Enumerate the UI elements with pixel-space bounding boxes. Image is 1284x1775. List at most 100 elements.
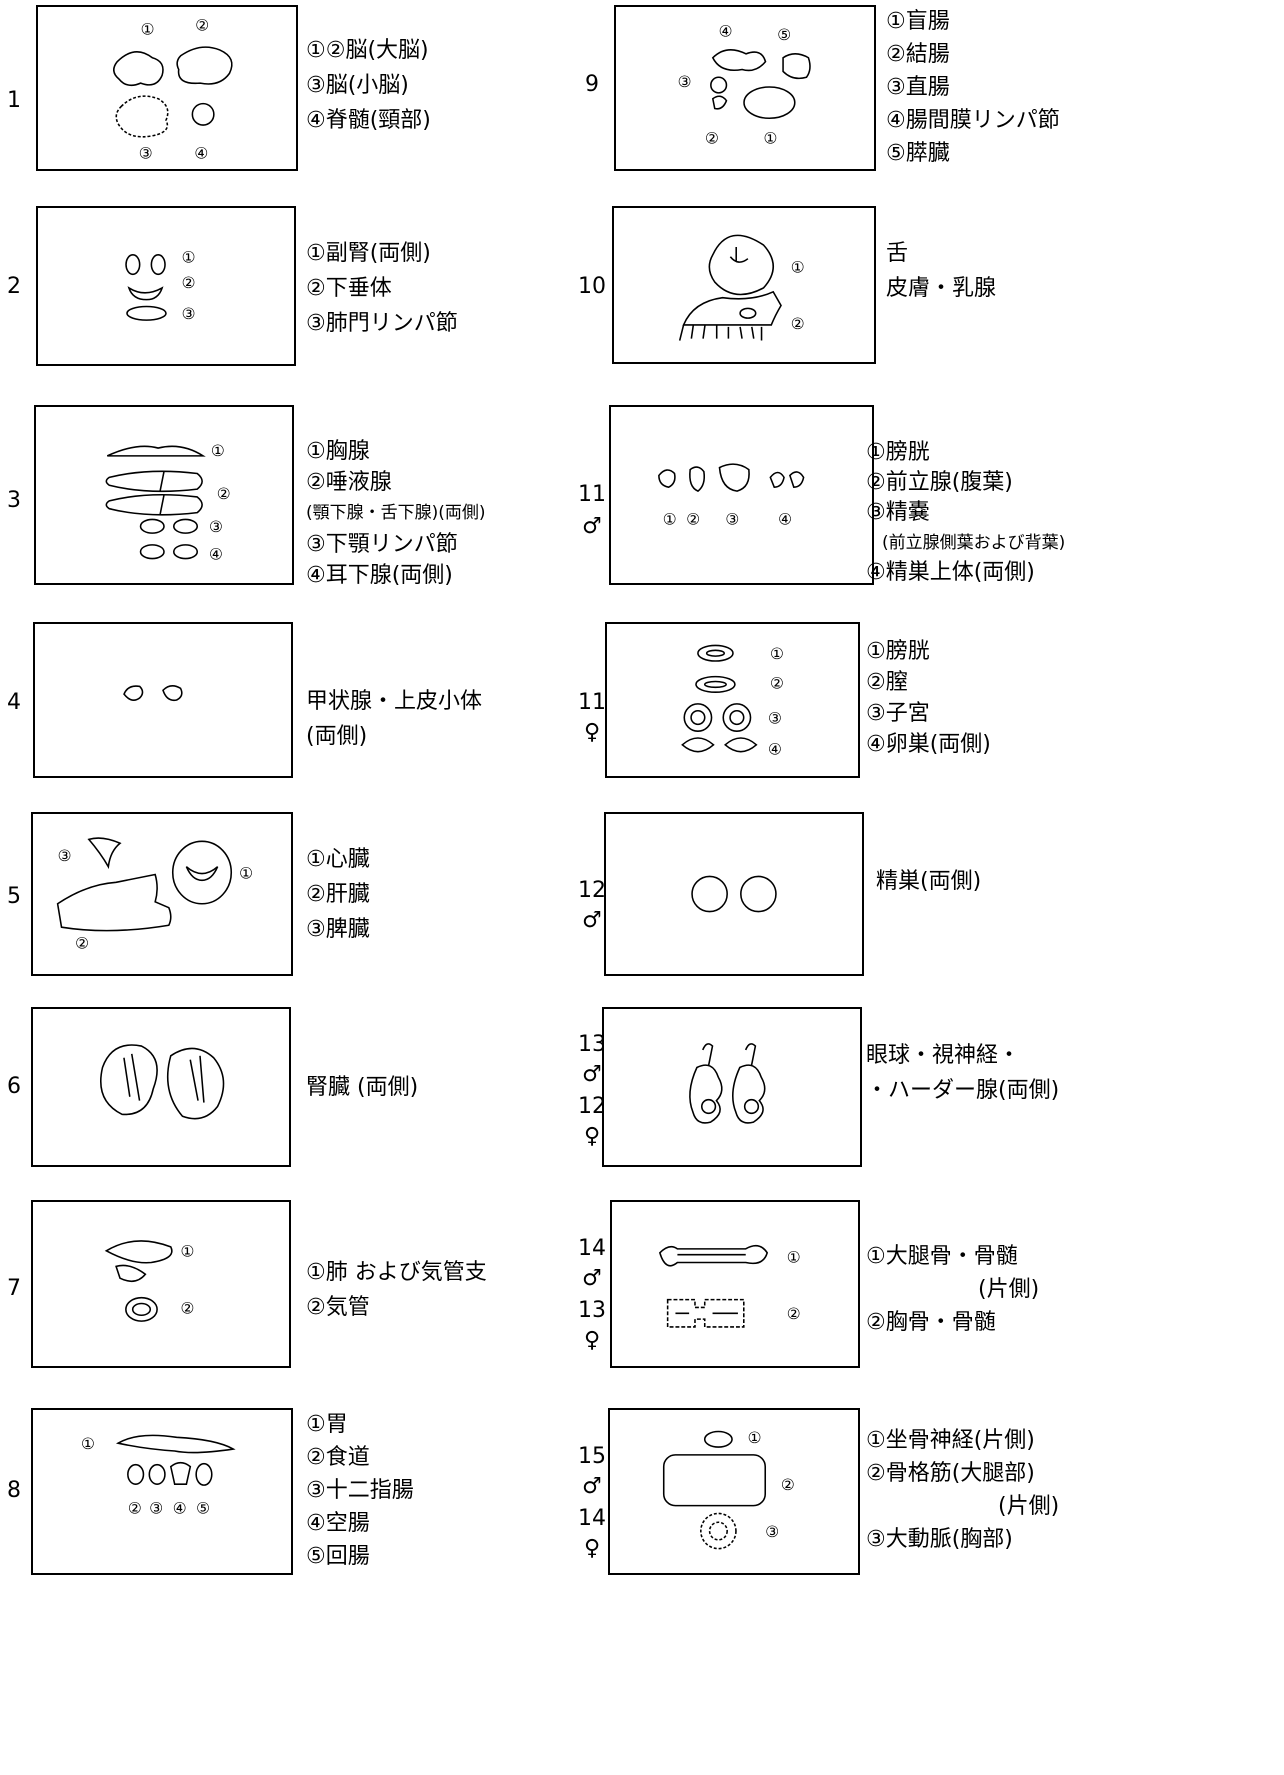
label-13-1: 眼球・視神経・ <box>866 1043 1021 1068</box>
tongue-shape <box>708 234 775 296</box>
label-5-3: ③脾臓 <box>306 917 370 942</box>
panel-number: 8 <box>7 1478 21 1503</box>
cecum-shape <box>743 86 796 120</box>
marker-3: ③ <box>768 709 782 727</box>
marker-1: ① <box>182 249 196 267</box>
thymus-shape <box>106 445 206 457</box>
panel-5-figure: ③ ① ② <box>31 812 293 976</box>
label-7-1: ①肺 および気管支 <box>306 1260 487 1285</box>
panel-3-labels: ①胸腺 ②唾液腺 (顎下腺・舌下腺)(両側) ③下顎リンパ節 ④耳下腺(両側) <box>306 436 486 591</box>
panel-4-labels: 甲状腺・上皮小体 (両側) <box>306 684 482 754</box>
uterus-shape <box>683 703 713 732</box>
marker-4: ④ <box>778 509 792 528</box>
stomach-shape <box>115 1434 236 1454</box>
testis-left-shape <box>691 875 728 913</box>
label-1-3: ④脊髄(頸部) <box>306 108 431 133</box>
pituitary-shape <box>127 286 164 301</box>
liver-shape <box>56 873 172 932</box>
label-13-2: ・ハーダー腺(両側) <box>866 1078 1060 1103</box>
marker-4: ④ <box>173 1499 187 1517</box>
label-5-2: ②肝臓 <box>306 882 370 907</box>
uterus-shape <box>722 703 752 732</box>
label-3-1: ①胸腺 <box>306 439 370 464</box>
marker-1: ① <box>211 441 225 460</box>
label-15-1: ①坐骨神経(片側) <box>866 1428 1035 1453</box>
thyroid-right-shape <box>162 685 183 702</box>
skin-shape <box>682 290 782 326</box>
mandibular-node-shape <box>172 518 199 534</box>
mesenteric-node-shape <box>711 49 767 72</box>
marker-4: ④ <box>719 22 733 40</box>
label-3-3: (顎下腺・舌下腺)(両側) <box>306 503 486 523</box>
marker-1: ① <box>181 1243 195 1261</box>
sex-symbol: ♂ <box>582 1266 602 1291</box>
parotid-shape <box>172 544 199 560</box>
panel-10-labels: 舌 皮膚・乳腺 <box>886 236 996 306</box>
hilar-node-shape <box>126 305 167 321</box>
bladder-shape <box>658 469 676 488</box>
panel-5-labels: ①心臓 ②肝臓 ③脾臓 <box>306 842 370 947</box>
adrenal-right-shape <box>150 254 166 276</box>
panel-11-female-figure: ① ② ③ ④ <box>605 622 860 778</box>
cerebrum-left-shape <box>113 51 164 87</box>
marker-2: ② <box>181 1299 195 1317</box>
panel-11-male-labels: ①膀胱 ②前立腺(腹葉) ③精嚢 (前立腺側葉および背葉) ④精巣上体(両側) <box>866 438 1065 588</box>
marker-4: ④ <box>209 545 223 564</box>
marker-2: ② <box>770 674 784 692</box>
marker-4: ④ <box>768 741 782 759</box>
label-8-2: ②食道 <box>306 1445 370 1470</box>
ovary-shape <box>724 737 758 753</box>
mandibular-node-shape <box>139 518 165 534</box>
femur-shape <box>658 1244 769 1267</box>
label-12-1: 精巣(両側) <box>876 869 982 894</box>
label-2-3: ③肺門リンパ節 <box>306 311 458 336</box>
label-11m-1: ①膀胱 <box>866 440 930 465</box>
cerebellum-shape <box>115 95 169 138</box>
rectum-shape <box>710 76 728 94</box>
label-10-1: 舌 <box>886 241 909 266</box>
label-15-3: (片側) <box>998 1494 1060 1519</box>
label-11m-4: (前立腺側葉および背葉) <box>882 533 1066 553</box>
sex-symbol: ♂ <box>582 908 602 933</box>
marker-1: ① <box>770 645 784 663</box>
sex-symbol: ♀ <box>583 720 601 745</box>
marker-1: ① <box>141 20 155 38</box>
marker-2: ② <box>787 1305 801 1323</box>
panel-number: 13 <box>578 1032 606 1057</box>
spinal-cord-shape <box>191 102 215 126</box>
panel-number: 15 <box>578 1444 606 1469</box>
panel-number: 12 <box>578 878 606 903</box>
ovary-shape <box>681 737 715 753</box>
cerebrum-right-shape <box>176 46 233 85</box>
panel-number: 12 <box>578 1094 606 1119</box>
marker-2: ② <box>195 16 209 34</box>
bladder-shape <box>697 644 734 662</box>
panel-13-labels: 眼球・視神経・ ・ハーダー腺(両側) <box>866 1038 1059 1108</box>
panel-15-labels: ①坐骨神経(片側) ②骨格筋(大腿部) (片側) ③大動脈(胸部) <box>866 1424 1059 1556</box>
sex-symbol: ♀ <box>583 1328 601 1353</box>
marker-3: ③ <box>209 517 223 536</box>
label-11f-3: ③子宮 <box>866 701 930 726</box>
panel-11-female-labels: ①膀胱 ②膣 ③子宮 ④卵巣(両側) <box>866 636 991 760</box>
label-14-1: ①大腿骨・骨髄 <box>866 1244 1018 1269</box>
panel-number: 14 <box>578 1236 606 1261</box>
eyeball-left-shape <box>689 1064 723 1124</box>
panel-4-figure <box>33 622 293 778</box>
panel-8-figure: ① ② ③ ④ ⑤ <box>31 1408 293 1575</box>
panel-number: 6 <box>7 1074 21 1099</box>
marker-2: ② <box>781 1476 795 1494</box>
panel-number: 2 <box>7 274 21 299</box>
panel-9-labels: ①盲腸 ②結腸 ③直腸 ④腸間膜リンパ節 ⑤膵臓 <box>886 5 1060 170</box>
marker-3: ③ <box>182 305 196 323</box>
label-11m-5: ④精巣上体(両側) <box>866 560 1035 585</box>
sex-symbol: ♂ <box>582 1474 602 1499</box>
ileum-shape <box>195 1462 213 1486</box>
label-3-4: ③下顎リンパ節 <box>306 532 458 557</box>
panel-10-figure: ① ② <box>612 206 876 364</box>
label-11f-4: ④卵巣(両側) <box>866 732 991 757</box>
marker-2: ② <box>75 935 89 953</box>
marker-1: ① <box>239 864 253 882</box>
panel-1-figure: ① ② ③ ④ <box>36 5 298 171</box>
adrenal-left-shape <box>125 254 141 276</box>
sex-symbol: ♂ <box>582 1062 602 1087</box>
